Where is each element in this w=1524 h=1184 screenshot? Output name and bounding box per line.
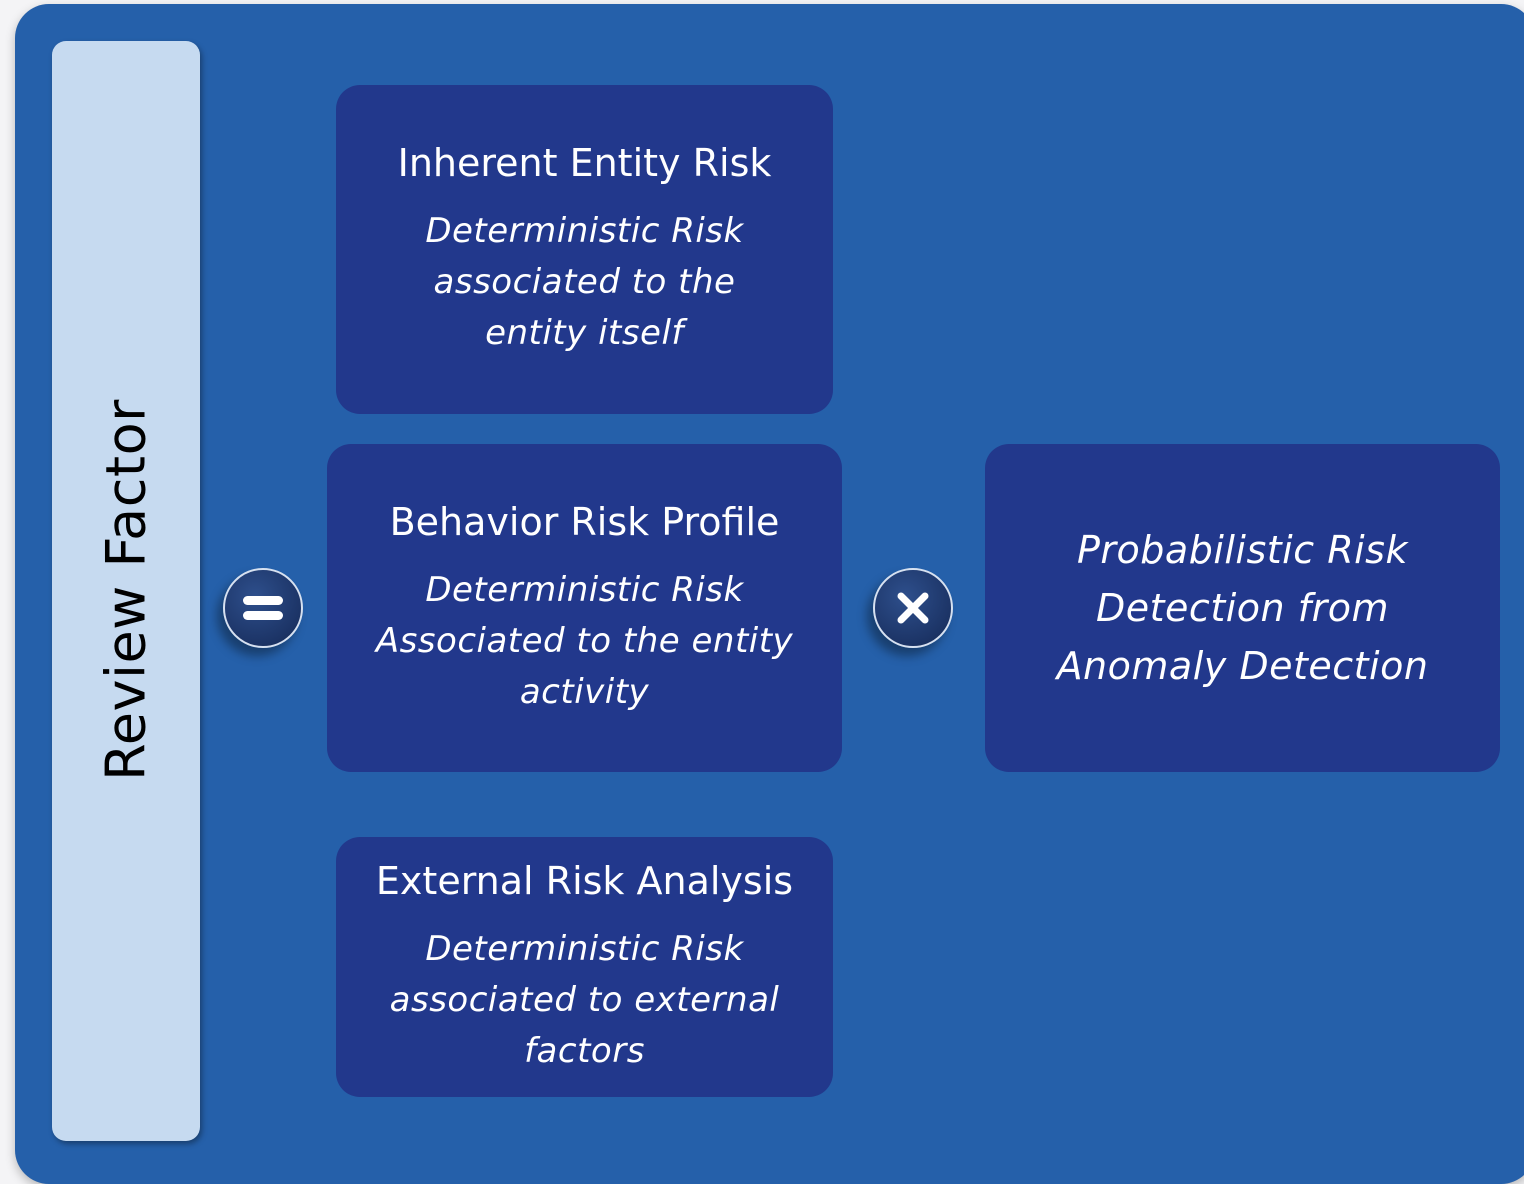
description-line: activity bbox=[519, 671, 650, 712]
description-line: Deterministic Risk bbox=[425, 569, 744, 610]
description-line: Deterministic Risk bbox=[425, 211, 744, 251]
inherent-entity-risk-box: Inherent Entity Risk Deterministic Risk … bbox=[336, 85, 833, 414]
behavior-risk-profile-description: Deterministic Risk Associated to the ent… bbox=[376, 565, 793, 718]
inherent-entity-risk-description: Deterministic Risk associated to the ent… bbox=[425, 206, 743, 359]
probabilistic-risk-description: Probabilistic Risk Detection from Anomal… bbox=[1057, 521, 1429, 695]
external-risk-analysis-box: External Risk Analysis Deterministic Ris… bbox=[336, 837, 833, 1097]
times-icon bbox=[873, 568, 953, 648]
description-line: entity itself bbox=[485, 313, 684, 353]
description-line: associated to the bbox=[433, 262, 736, 302]
review-factor-bar bbox=[52, 41, 200, 1141]
inherent-entity-risk-title: Inherent Entity Risk bbox=[397, 141, 772, 185]
external-risk-analysis-title: External Risk Analysis bbox=[375, 858, 794, 903]
probabilistic-risk-box: Probabilistic Risk Detection from Anomal… bbox=[985, 444, 1500, 772]
equals-icon bbox=[223, 568, 303, 648]
description-line: factors bbox=[524, 1030, 645, 1071]
description-line: Associated to the entity bbox=[375, 620, 794, 661]
behavior-risk-profile-box: Behavior Risk Profile Deterministic Risk… bbox=[327, 444, 842, 772]
description-line: Probabilistic Risk bbox=[1077, 528, 1408, 572]
description-line: associated to external bbox=[389, 979, 780, 1020]
description-line: Deterministic Risk bbox=[425, 928, 744, 969]
behavior-risk-profile-title: Behavior Risk Profile bbox=[389, 499, 780, 544]
description-line: Detection from bbox=[1096, 586, 1389, 630]
description-line: Anomaly Detection bbox=[1056, 644, 1429, 688]
review-factor-label: Review Factor bbox=[94, 399, 158, 781]
external-risk-analysis-description: Deterministic Risk associated to externa… bbox=[390, 924, 780, 1077]
